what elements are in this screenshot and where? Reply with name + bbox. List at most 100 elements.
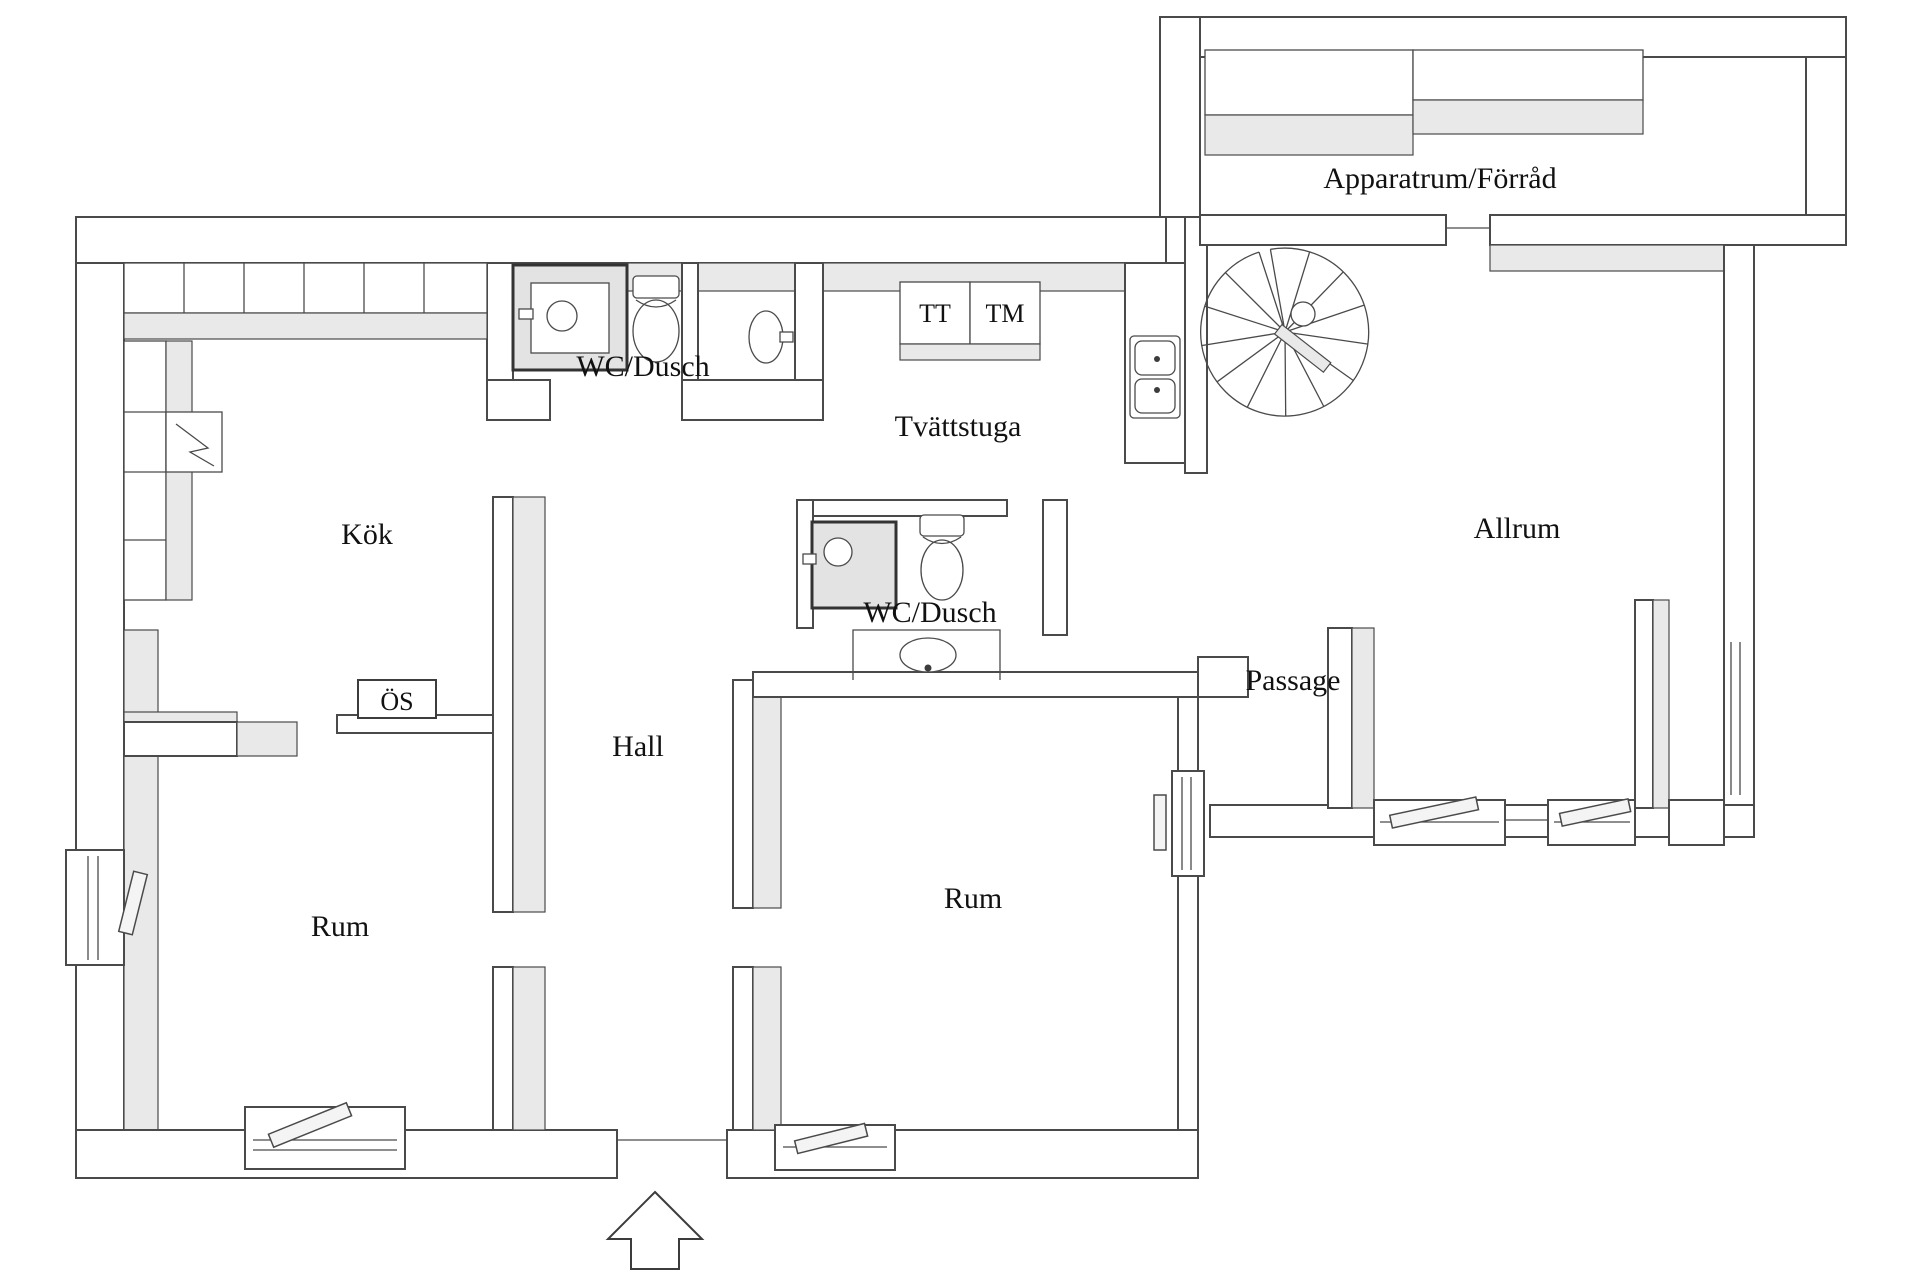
wall-segment <box>492 966 514 1131</box>
wall-face <box>512 966 546 1131</box>
shower-cabin-icon <box>802 520 898 610</box>
double-sink-icon <box>1129 335 1181 419</box>
label-wc-dusch-top: WC/Dusch <box>576 350 709 383</box>
windows-and-radiators <box>65 770 1725 1171</box>
washer-box <box>969 281 1041 345</box>
room-wc-dusch-top <box>486 262 824 421</box>
stair-pole <box>1290 301 1316 327</box>
radiator-icon <box>1153 794 1167 851</box>
wall-segment <box>1327 627 1353 809</box>
label-kok: Kök <box>341 518 393 551</box>
toilet-icon <box>919 514 965 601</box>
wall-face <box>752 966 782 1131</box>
window-bay <box>1668 799 1725 846</box>
window-icon <box>1373 796 1506 846</box>
toilet-bowl <box>632 299 680 363</box>
wall-face <box>123 711 238 723</box>
appliance-box <box>165 411 223 473</box>
cabinet-face <box>123 312 488 340</box>
wall-face <box>752 679 782 909</box>
window-icon <box>774 1122 896 1171</box>
toilet-bowl <box>920 539 964 601</box>
fireplace-box <box>357 679 437 719</box>
label-os: ÖS <box>380 687 413 716</box>
storage-cabinets <box>1204 49 1644 156</box>
wall-segment <box>752 671 1199 698</box>
radiator-icon <box>793 1122 869 1155</box>
wall-face <box>512 496 546 913</box>
shower-tap <box>802 553 817 565</box>
wall-face <box>1652 599 1670 809</box>
kitchen-fittings <box>123 262 488 601</box>
radiator-icon <box>117 870 149 936</box>
shower-cabin-icon <box>511 263 629 372</box>
wall-segment <box>732 966 754 1131</box>
appliance-box-tm <box>969 281 1041 345</box>
sink-basin-2 <box>1134 378 1176 414</box>
open-fireplace-os <box>357 679 437 719</box>
storage-box <box>1204 49 1414 116</box>
wall-cabinets <box>123 262 488 340</box>
sink-alcove-outline <box>852 629 1001 680</box>
window-icon <box>65 849 149 966</box>
shower-drain <box>546 300 578 332</box>
window-icon <box>244 1101 406 1170</box>
label-tm: TM <box>986 299 1025 328</box>
wall-segment <box>1723 244 1755 838</box>
storage-box <box>1412 49 1644 101</box>
wall-segment <box>492 496 514 913</box>
label-tvattstuga: Tvättstuga <box>895 410 1022 443</box>
wall-segment <box>1042 499 1068 636</box>
wall-segment <box>1197 656 1249 698</box>
label-rum-right: Rum <box>944 882 1002 915</box>
wall-segment <box>681 379 824 421</box>
arrow-shape <box>605 1190 705 1270</box>
wall-segment <box>75 262 125 1131</box>
label-hall: Hall <box>612 730 664 763</box>
wall-segment <box>1489 214 1847 246</box>
window-icon <box>1153 770 1205 877</box>
window-bay <box>65 849 125 966</box>
radiator-icon <box>267 1101 353 1149</box>
appliance-face <box>899 343 1041 361</box>
wall-segment <box>732 679 754 909</box>
label-tt: TT <box>919 299 951 328</box>
wall-segment <box>75 216 1167 264</box>
entrance-arrow-icon <box>605 1190 705 1270</box>
storage-face <box>1204 114 1414 156</box>
basin-tap <box>779 331 794 343</box>
appliance-box-tt <box>899 281 971 345</box>
window-bay <box>1171 770 1205 877</box>
toilet-seat-line <box>635 299 677 308</box>
wall-segment <box>1159 16 1201 218</box>
shower-tap <box>518 308 534 320</box>
storage-face <box>1412 99 1644 135</box>
shower-drain <box>823 537 853 567</box>
wall-face <box>236 721 298 757</box>
room-tvattstuga <box>899 216 1208 474</box>
basin-bowl <box>748 310 784 364</box>
label-wc-dusch-mid: WC/Dusch <box>863 596 996 629</box>
basin-bowl <box>899 637 957 673</box>
washbasin-icon <box>899 637 957 673</box>
wall-segment <box>1634 599 1654 809</box>
stair-rail <box>1273 323 1332 374</box>
basin-tap <box>924 664 932 672</box>
wall-face <box>1489 244 1725 272</box>
lightning-appliance-icon <box>165 411 223 473</box>
wall-segment <box>123 721 238 757</box>
toilet-icon <box>632 275 680 363</box>
sink-tap-1 <box>1154 356 1160 362</box>
label-rum-left: Rum <box>311 910 369 943</box>
counter-run <box>123 340 167 601</box>
toilet-seat-line <box>922 536 962 545</box>
window-icon <box>1547 797 1725 846</box>
lightning-glyph <box>175 423 215 467</box>
wall-face <box>1351 627 1375 809</box>
radiator-icon <box>1388 796 1480 829</box>
cabinet-run <box>123 262 488 314</box>
label-allrum: Allrum <box>1474 512 1561 545</box>
shower-outline <box>810 520 898 610</box>
